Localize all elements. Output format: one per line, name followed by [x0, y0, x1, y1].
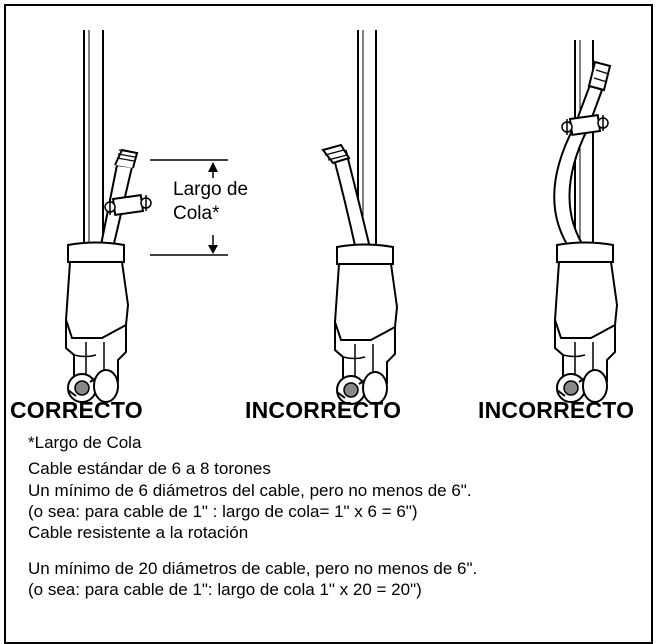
diagram-incorrecto-clip-on-live	[553, 40, 618, 403]
wedge-socket-illustrations	[65, 30, 618, 405]
note-rotation-rule: Un mínimo de 20 diámetros de cable, pero…	[28, 559, 478, 578]
note-standard-rule: Un mínimo de 6 diámetros del cable, pero…	[28, 481, 472, 500]
note-standard-example: (o sea: para cable de 1" : largo de cola…	[28, 502, 418, 521]
note-standard-title: Cable estándar de 6 a 8 torones	[28, 459, 271, 478]
diagram-incorrecto-unclipped	[321, 30, 398, 405]
caption-incorrecto-2: INCORRECTO	[478, 397, 635, 423]
note-rotation-title: Cable resistente a la rotación	[28, 523, 249, 542]
note-heading: *Largo de Cola	[28, 433, 142, 452]
caption-incorrecto-1: INCORRECTO	[245, 397, 402, 423]
diagram-correcto	[65, 30, 228, 403]
note-rotation-example: (o sea: para cable de 1": largo de cola …	[28, 580, 422, 599]
tail-length-label-line2: Cola*	[173, 203, 220, 224]
tail-length-label-line1: Largo de	[173, 179, 249, 200]
caption-correcto: CORRECTO	[10, 397, 143, 423]
